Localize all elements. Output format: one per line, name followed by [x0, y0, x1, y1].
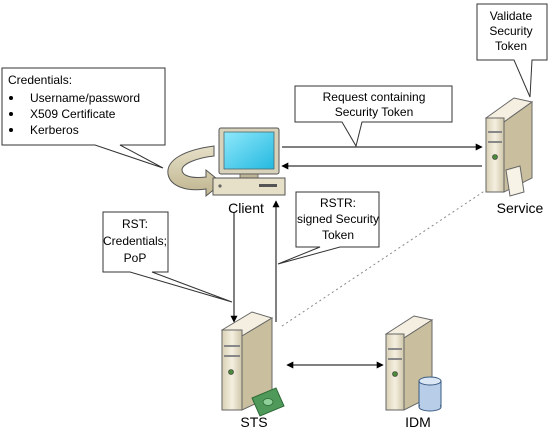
rst-callout: RST: Credentials; PoP	[102, 211, 233, 303]
credential-item: Username/password	[30, 91, 140, 105]
security-token-icon	[251, 387, 285, 417]
trust-dotted-line	[281, 189, 487, 327]
idm-label: IDM	[405, 414, 431, 430]
rstr-callout: RSTR: signed Security Token	[277, 191, 380, 265]
rstr-callout-line: signed Security	[297, 212, 379, 226]
rst-callout-line: PoP	[124, 251, 147, 265]
bullet	[9, 96, 13, 100]
credentials-callout: Credentials: Username/password X509 Cert…	[1, 67, 166, 169]
rstr-callout-line: Token	[322, 228, 354, 242]
service-label: Service	[497, 200, 544, 216]
bullet	[9, 128, 13, 132]
bullet	[9, 112, 13, 116]
rst-callout-line: RST:	[122, 217, 148, 231]
client-computer-icon	[212, 127, 286, 196]
service-server-icon	[484, 97, 534, 197]
validate-callout-line: Validate	[490, 9, 533, 23]
database-icon	[418, 376, 442, 412]
sts-label: STS	[240, 414, 267, 430]
validate-callout: Validate Security Token	[476, 3, 548, 98]
rstr-callout-line: RSTR:	[320, 196, 356, 210]
request-callout-line: Request containing	[323, 90, 426, 104]
request-callout: Request containing Security Token	[294, 85, 453, 148]
sts-server-icon	[220, 311, 274, 411]
credential-item: X509 Certificate	[30, 107, 116, 121]
request-callout-line: Security Token	[335, 105, 414, 119]
credential-item: Kerberos	[30, 123, 79, 137]
validate-callout-line: Security	[489, 24, 532, 38]
client-label: Client	[228, 200, 264, 216]
validate-callout-line: Token	[495, 39, 527, 53]
credentials-title: Credentials:	[8, 73, 72, 87]
rst-callout-line: Credentials;	[103, 234, 167, 248]
